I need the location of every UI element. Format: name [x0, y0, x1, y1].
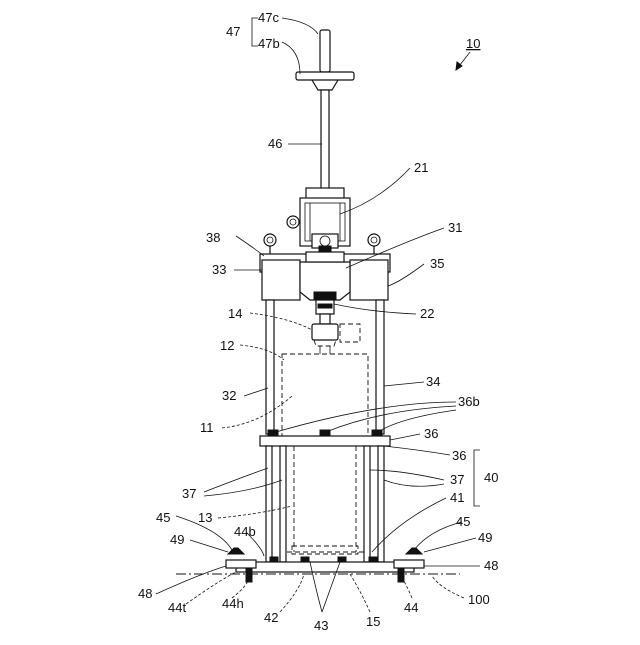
label-43: 43	[314, 618, 328, 633]
motor-coupling	[319, 246, 331, 252]
label-15: 15	[366, 614, 380, 629]
label-38: 38	[206, 230, 220, 245]
side-block-left	[262, 260, 300, 300]
label-36b: 36b	[458, 394, 480, 409]
label-12: 12	[220, 338, 234, 353]
middle-plate	[260, 430, 390, 446]
label-37-right: 37	[450, 472, 464, 487]
stirrer-blade	[292, 546, 358, 554]
anchor-right	[398, 568, 404, 582]
middle-plate-bar	[260, 436, 390, 446]
bolt-36b-left	[268, 430, 278, 436]
foot-left	[226, 560, 256, 568]
lower-column-2	[280, 446, 286, 562]
anchor-left	[246, 568, 252, 582]
label-44b: 44b	[234, 524, 256, 539]
label-48-right: 48	[484, 558, 498, 573]
label-36-lower: 36	[452, 448, 466, 463]
label-49-right: 49	[478, 530, 492, 545]
foot-right	[394, 560, 424, 568]
label-36-upper: 36	[424, 426, 438, 441]
label-13: 13	[198, 510, 212, 525]
label-33: 33	[212, 262, 226, 277]
label-44: 44	[404, 600, 418, 615]
shaft	[321, 90, 329, 190]
label-41: 41	[450, 490, 464, 505]
label-21: 21	[414, 160, 428, 175]
lower-column-1	[266, 446, 272, 562]
handle-hub	[312, 80, 338, 90]
label-31: 31	[448, 220, 462, 235]
handle-grip	[320, 30, 330, 72]
label-47b: 47b	[258, 36, 280, 51]
label-45-left: 45	[156, 510, 170, 525]
motor-knob	[287, 216, 299, 228]
spindle-assembly	[312, 300, 360, 354]
handle-wheel	[296, 72, 354, 80]
base-plate	[236, 562, 414, 572]
container-lower	[286, 446, 364, 552]
label-46: 46	[268, 136, 282, 151]
brace-40	[474, 450, 480, 506]
eye-bolt-right	[368, 234, 380, 246]
bearing-block	[314, 292, 336, 300]
adjuster-right	[406, 548, 422, 554]
chuck-sensor	[340, 324, 360, 342]
chuck-tip	[314, 340, 336, 346]
label-37-left: 37	[182, 486, 196, 501]
lower-frame	[266, 446, 384, 562]
label-34: 34	[426, 374, 440, 389]
reference-labels: 10 47 47c 47b 46 21 31 38 33 35 14 22 12…	[138, 10, 498, 633]
container-upper	[282, 354, 368, 438]
label-11: 11	[200, 420, 214, 435]
label-45-right: 45	[456, 514, 470, 529]
base	[176, 548, 460, 582]
label-14: 14	[228, 306, 242, 321]
label-47c: 47c	[258, 10, 279, 25]
spindle-neck	[320, 314, 330, 324]
handle-assembly	[296, 30, 354, 90]
label-100: 100	[468, 592, 490, 607]
label-47: 47	[226, 24, 240, 39]
chuck	[312, 324, 338, 340]
label-22: 22	[420, 306, 434, 321]
eye-bolt-left	[264, 234, 276, 246]
label-40: 40	[484, 470, 498, 485]
housing-collar	[306, 252, 344, 262]
label-44t: 44t	[168, 600, 186, 615]
shaft-rod	[321, 90, 329, 190]
label-49-left: 49	[170, 532, 184, 547]
label-44h: 44h	[222, 596, 244, 611]
column-right	[376, 300, 384, 434]
adjuster-left	[228, 548, 244, 554]
label-48-left: 48	[138, 586, 152, 601]
label-42: 42	[264, 610, 278, 625]
side-block-right	[350, 260, 388, 300]
ref-10-label: 10	[466, 36, 480, 51]
lower-column-3	[364, 446, 370, 562]
label-32: 32	[222, 388, 236, 403]
label-35: 35	[430, 256, 444, 271]
motor-unit	[287, 188, 350, 252]
